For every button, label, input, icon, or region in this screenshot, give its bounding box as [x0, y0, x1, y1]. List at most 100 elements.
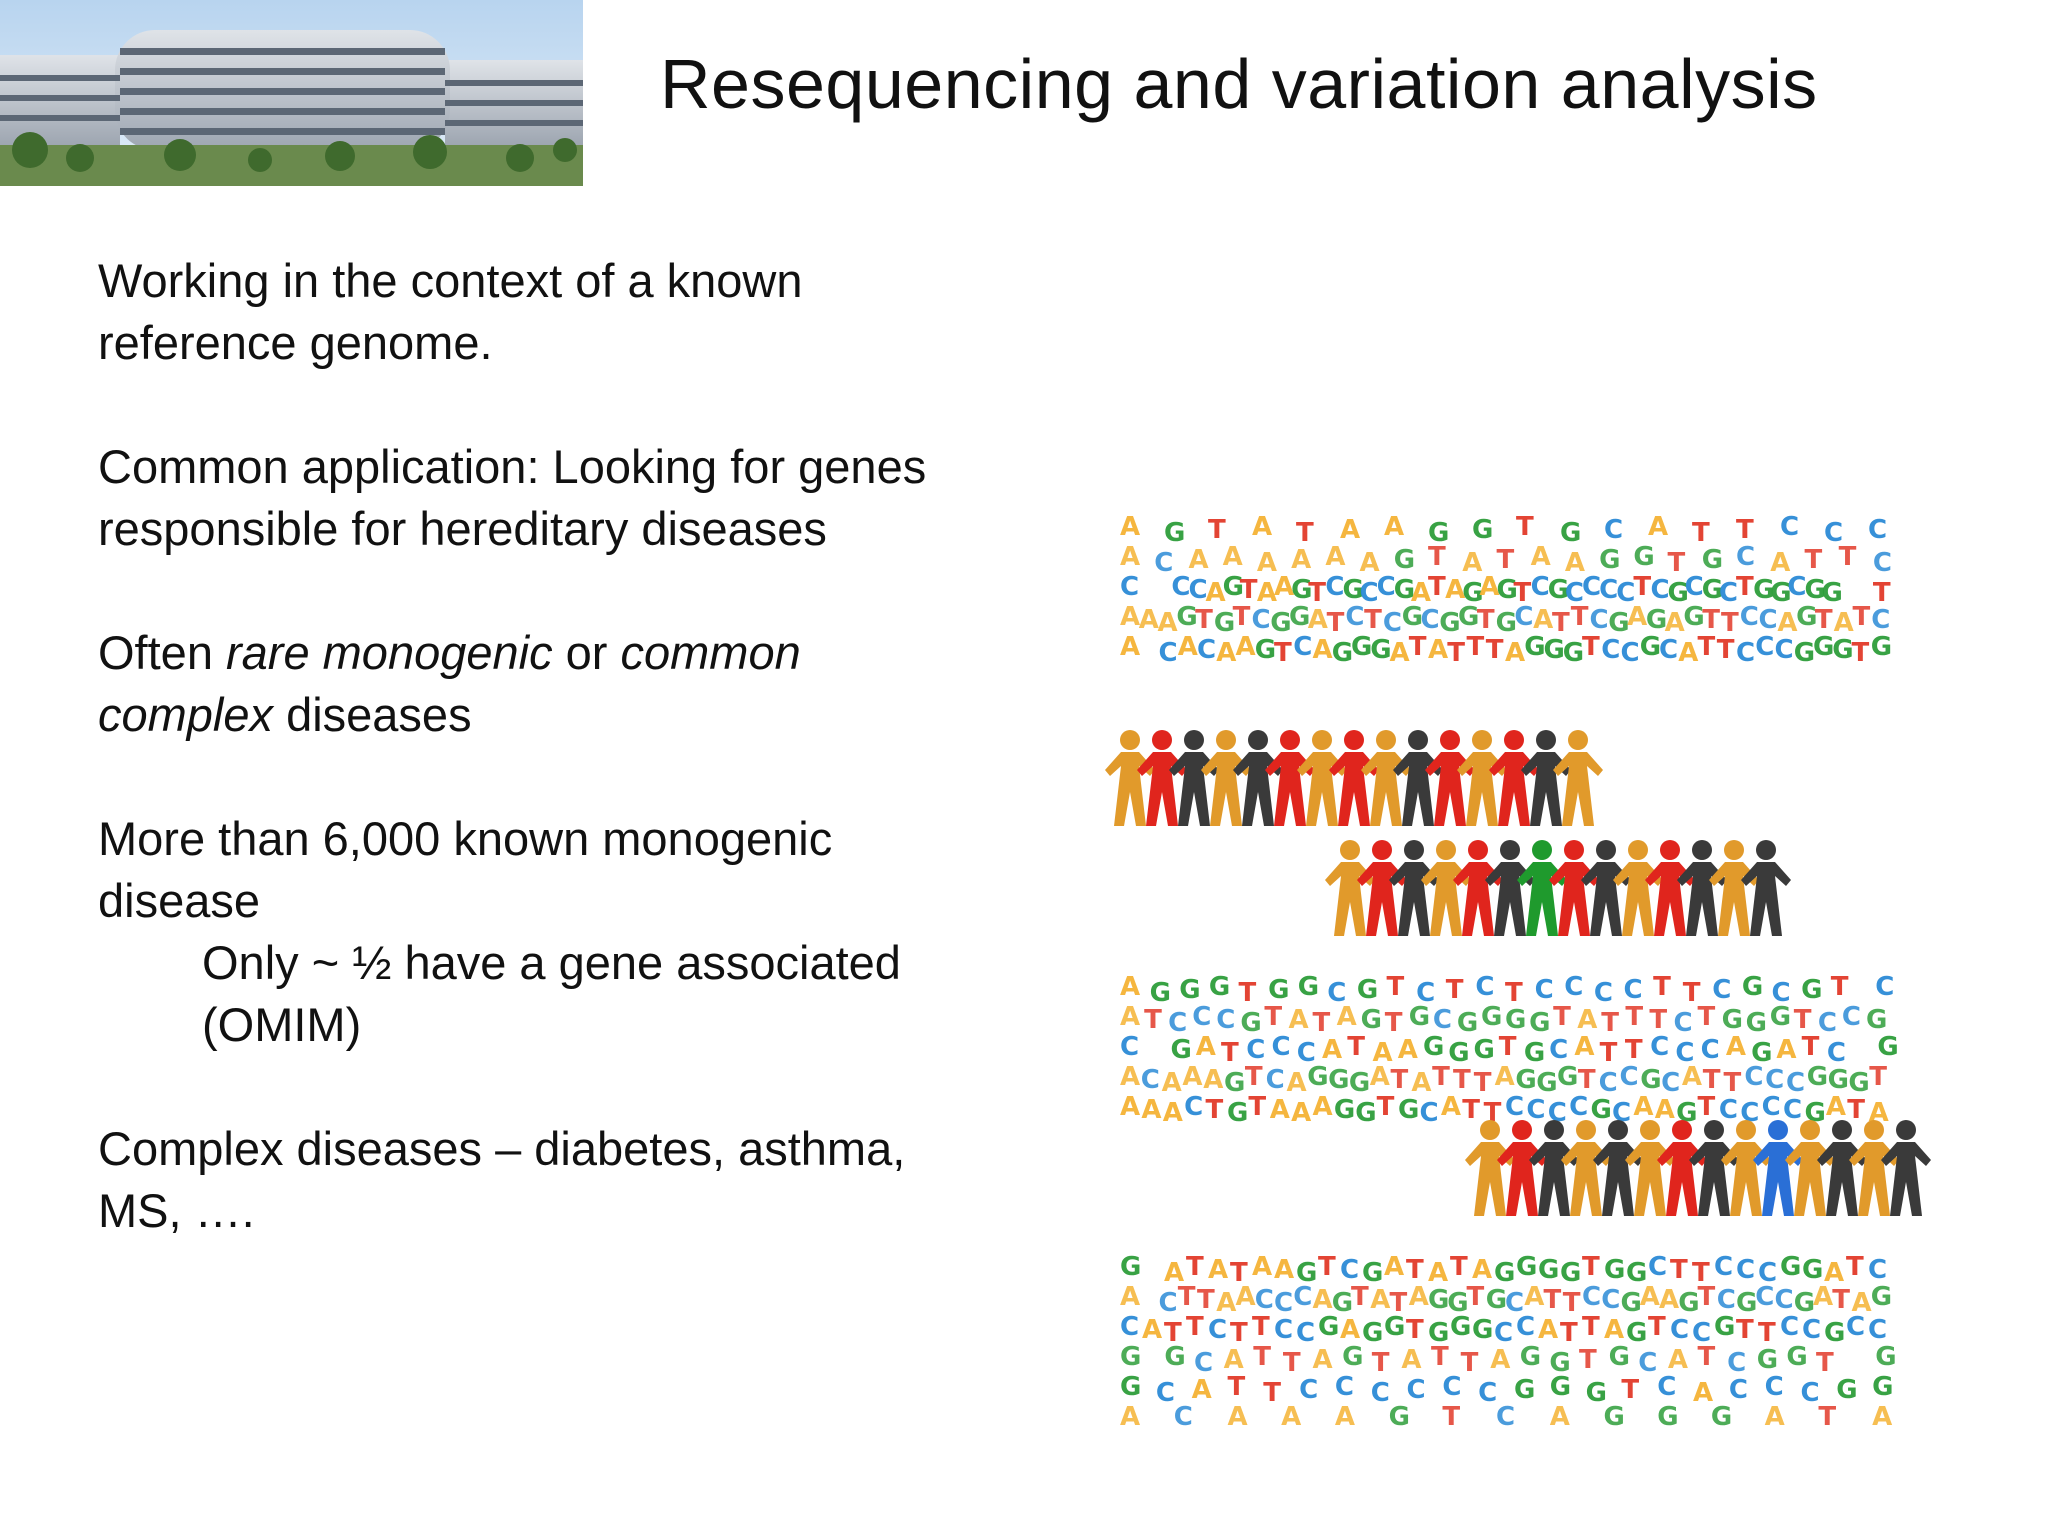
dna-base-letter: A — [1813, 1282, 1833, 1312]
person-figure — [1553, 730, 1603, 826]
person-figure — [1881, 1120, 1931, 1216]
person-figure — [1521, 730, 1571, 826]
dna-base-letter: C — [1564, 972, 1583, 1002]
dna-base-letter: T — [1450, 1252, 1468, 1282]
dna-base-letter: A — [1224, 1345, 1244, 1375]
dna-base-letter: G — [1702, 545, 1723, 575]
dna-base-letter: C — [1184, 1092, 1203, 1122]
dna-base-letter: G — [1702, 575, 1723, 605]
dna-base-letter: A — [1340, 515, 1360, 545]
dna-base-letter: A — [1274, 572, 1294, 602]
dna-base-letter: T — [1579, 1345, 1597, 1375]
dna-base-letter: G — [1342, 575, 1363, 605]
dna-base-letter: T — [1409, 632, 1427, 662]
building-illustration — [0, 0, 583, 186]
dna-base-letter: A — [1648, 512, 1668, 542]
person-figure — [1497, 1120, 1547, 1216]
dna-base-letter: G — [1370, 635, 1391, 665]
person-figure — [1593, 1120, 1643, 1216]
dna-base-letter: T — [1692, 518, 1710, 548]
dna-base-letter: G — [1714, 1312, 1735, 1342]
dna-base-letter: A — [1604, 1315, 1624, 1345]
dna-base-letter: A — [1120, 1092, 1140, 1122]
dna-base-letter: G — [1836, 1375, 1857, 1405]
dna-base-letter: A — [1776, 1035, 1796, 1065]
dna-base-letter: G — [1402, 602, 1423, 632]
person-figure — [1561, 1120, 1611, 1216]
dna-base-letter: C — [1673, 1008, 1692, 1038]
emphasis-common: common — [620, 626, 801, 679]
dna-base-letter: G — [1298, 972, 1319, 1002]
dna-base-letter: A — [1158, 608, 1178, 638]
dna-base-letter: C — [1824, 518, 1843, 548]
dna-base-letter: A — [1120, 1062, 1140, 1092]
bullet-monogenic-count: More than 6,000 known monogenic disease … — [98, 808, 1048, 1056]
dna-base-letter: C — [1327, 978, 1346, 1008]
dna-base-letter: T — [1474, 1068, 1492, 1098]
dna-base-letter: G — [1481, 1002, 1502, 1032]
people-row-3 — [1465, 1120, 1931, 1216]
person-figure — [1361, 730, 1411, 826]
dna-base-letter: C — [1765, 1372, 1784, 1402]
dna-base-letter: A — [1206, 578, 1226, 608]
dna-base-letter: G — [1770, 1002, 1791, 1032]
dna-base-letter: C — [1744, 1062, 1763, 1092]
dna-base-letter: T — [1698, 1002, 1716, 1032]
dna-base-letter: C — [1168, 1008, 1187, 1038]
dna-base-letter: T — [1724, 1068, 1742, 1098]
dna-base-letter: C — [1208, 1315, 1227, 1345]
dna-base-letter: A — [1627, 602, 1647, 632]
dna-base-letter: A — [1291, 545, 1311, 575]
dna-base-letter: G — [1473, 1035, 1494, 1065]
dna-base-letter: A — [1633, 1092, 1653, 1122]
dna-base-letter: T — [1364, 605, 1382, 635]
dna-base-letter: G — [1753, 575, 1774, 605]
dna-base-letter: T — [1601, 1008, 1619, 1038]
dna-base-letter: T — [1477, 605, 1495, 635]
person-figure — [1485, 840, 1535, 936]
dna-base-letter: C — [1505, 1288, 1524, 1318]
dna-base-letter: G — [1520, 1342, 1541, 1372]
dna-base-letter: G — [1270, 608, 1291, 638]
dna-base-letter: G — [1604, 1255, 1625, 1285]
dna-base-letter: G — [1179, 975, 1200, 1005]
dna-base-letter: T — [1802, 1032, 1820, 1062]
person-figure — [1785, 1120, 1835, 1216]
dna-base-letter: C — [1335, 1372, 1354, 1402]
dna-base-letter: C — [1729, 1375, 1748, 1405]
person-figure — [1421, 840, 1471, 936]
person-figure — [1529, 1120, 1579, 1216]
dna-base-letter: T — [1252, 1312, 1270, 1342]
emphasis-complex: complex — [98, 688, 274, 741]
dna-base-letter: A — [1577, 1005, 1597, 1035]
dna-base-letter: C — [1657, 1372, 1676, 1402]
dna-base-letter: A — [1139, 605, 1159, 635]
dna-base-letter: G — [1538, 1255, 1559, 1285]
dna-base-letter: T — [1221, 1038, 1239, 1068]
dna-base-letter: C — [1255, 1285, 1274, 1315]
dna-base-letter: G — [1544, 635, 1565, 665]
dna-base-letter: C — [1159, 1288, 1178, 1318]
dna-base-letter: T — [1164, 1318, 1182, 1348]
dna-base-letter: C — [1601, 1285, 1620, 1315]
dna-base-letter: G — [1828, 1065, 1849, 1095]
dna-base-letter: A — [1340, 1315, 1360, 1345]
dna-base-letter: C — [1293, 632, 1312, 662]
dna-base-letter: A — [1826, 1092, 1846, 1122]
dna-base-letter: T — [1453, 1065, 1471, 1095]
dna-base-letter: C — [1216, 1005, 1235, 1035]
dna-base-letter: G — [1813, 632, 1834, 662]
dna-base-letter: T — [1670, 1255, 1688, 1285]
dna-base-letter: A — [1120, 602, 1140, 632]
dna-base-letter: G — [1608, 608, 1629, 638]
dna-base-letter: T — [1208, 515, 1226, 545]
person-figure — [1457, 730, 1507, 826]
dna-base-letter: A — [1120, 1402, 1140, 1432]
dna-base-letter: A — [1252, 1252, 1272, 1282]
dna-base-letter: G — [1678, 1288, 1699, 1318]
dna-base-letter: T — [1186, 1252, 1204, 1282]
dna-base-letter: A — [1384, 1252, 1404, 1282]
dna-base-letter: C — [1594, 978, 1613, 1008]
